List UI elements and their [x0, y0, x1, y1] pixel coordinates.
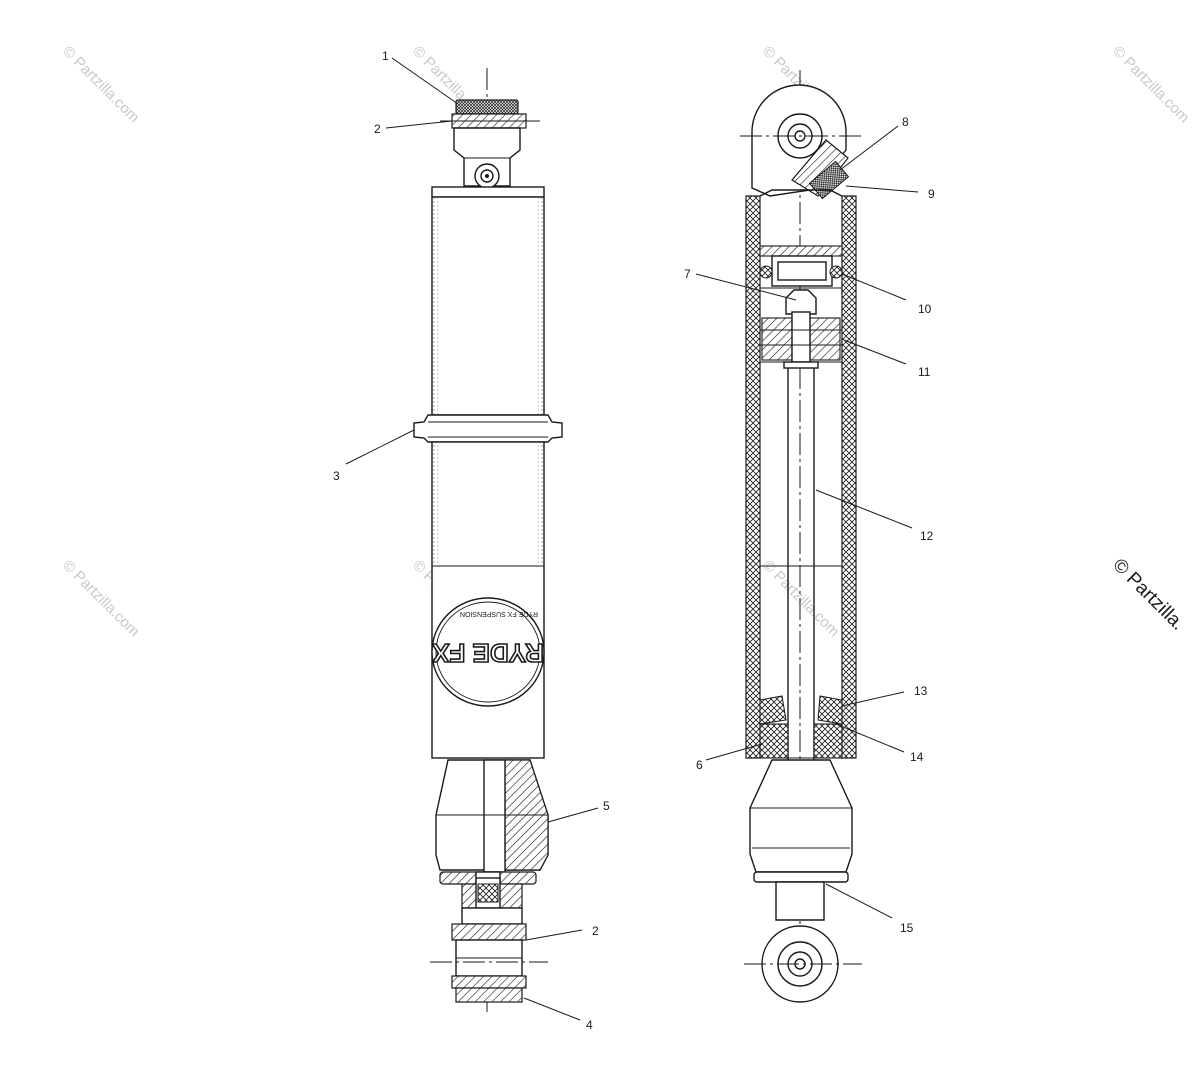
logo-subtext: RYDE FX SUSPENSION	[460, 610, 538, 617]
watermark-text: © Partzilla.com	[1109, 43, 1192, 126]
callout-7[interactable]: 7	[684, 267, 691, 281]
top-eye-mount	[453, 127, 521, 189]
piston-rod	[783, 361, 819, 760]
callout-12[interactable]: 12	[920, 529, 934, 543]
callout-2-top[interactable]: 2	[374, 122, 381, 136]
bottom-eye-cutaway	[744, 925, 862, 1003]
ryde-fx-logo: RYDE FX SUSPENSION RYDE FX	[431, 597, 545, 707]
callout-3[interactable]: 3	[333, 469, 340, 483]
watermark-text: © Partzilla.com	[59, 557, 142, 640]
rod-end-bumper	[435, 759, 549, 873]
rod-end-eye	[461, 877, 523, 925]
leader-line	[547, 807, 599, 823]
leader-line	[523, 997, 581, 1021]
callout-9[interactable]: 9	[928, 187, 935, 201]
leader-line	[695, 273, 797, 301]
watermark-text: © Partzilla.com	[759, 557, 842, 640]
leader-line	[385, 120, 453, 129]
leader-line	[705, 743, 763, 761]
callout-11[interactable]: 11	[918, 365, 931, 379]
callout-15[interactable]: 15	[900, 921, 914, 935]
leader-line	[841, 691, 905, 707]
callout-10[interactable]: 10	[918, 302, 932, 316]
callout-2-bottom[interactable]: 2	[592, 924, 599, 938]
leader-line	[843, 339, 907, 365]
main-piston	[760, 289, 842, 363]
callout-5[interactable]: 5	[603, 799, 610, 813]
callout-4[interactable]: 4	[586, 1018, 593, 1032]
leader-line	[839, 125, 899, 171]
watermark-text: © Partzilla.com	[59, 43, 142, 126]
watermark-side-text: © Partzilla.	[1108, 555, 1188, 635]
logo-text: RYDE FX	[431, 638, 543, 668]
seal-head	[746, 695, 856, 759]
bottom-bushing	[430, 923, 548, 1003]
left-shock-exterior: RYDE FX SUSPENSION RYDE FX	[413, 68, 563, 1012]
charge-valve	[791, 139, 850, 200]
lower-body-cutaway	[749, 759, 853, 873]
leader-line	[525, 929, 583, 941]
top-bushing	[440, 99, 540, 129]
right-shock-cutaway	[740, 70, 862, 1003]
callout-14[interactable]: 14	[910, 750, 924, 764]
leader-line	[391, 57, 459, 105]
watermark-layer: © Partzilla.com © Partzilla.com © Partzi…	[59, 43, 1192, 640]
floating-piston	[759, 245, 843, 289]
callout-8[interactable]: 8	[902, 115, 909, 129]
callout-layer: 1 2 3 5 2 4 8 9 7 10 11 12 13	[333, 49, 935, 1032]
callout-1[interactable]: 1	[382, 49, 389, 63]
leader-line	[345, 429, 415, 465]
leader-line	[841, 273, 907, 301]
leader-line	[845, 185, 919, 193]
preload-collar	[413, 414, 563, 443]
bottom-flange	[753, 871, 849, 921]
leader-line	[825, 883, 893, 919]
callout-13[interactable]: 13	[914, 684, 928, 698]
shock-body	[431, 186, 545, 416]
leader-line	[835, 723, 905, 753]
leader-line	[815, 489, 913, 529]
callout-6[interactable]: 6	[696, 758, 703, 772]
